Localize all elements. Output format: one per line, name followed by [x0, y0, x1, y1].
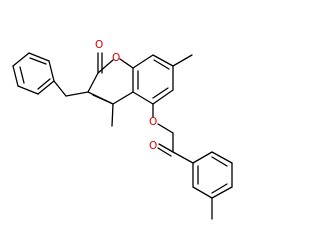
- bond: [17, 85, 39, 95]
- bond-double-inner: [152, 87, 169, 99]
- bond: [152, 54, 174, 67]
- bond-double-inner: [211, 183, 228, 194]
- bond: [111, 103, 114, 127]
- bond: [12, 52, 30, 67]
- bond: [192, 186, 213, 199]
- bond-double-inner: [19, 66, 25, 84]
- bond: [87, 72, 99, 93]
- bond: [158, 143, 174, 153]
- bond: [37, 80, 55, 95]
- atom-label-ether-oxygen: O: [149, 116, 157, 128]
- bond: [211, 151, 233, 164]
- bond: [97, 59, 114, 74]
- bond: [152, 89, 174, 105]
- bond: [192, 151, 213, 164]
- atom-label-ketone-oxygen: O: [149, 140, 157, 152]
- bond-double-inner: [37, 78, 51, 90]
- bond: [28, 52, 50, 62]
- bond: [12, 65, 19, 87]
- bond: [132, 91, 154, 105]
- atom-label-ring-oxygen: O: [112, 52, 120, 64]
- atom-label-carbonyl-oxygen: O: [95, 39, 103, 51]
- bond: [172, 151, 194, 164]
- chromenone-benzene-ring: [132, 54, 174, 105]
- bond: [119, 58, 134, 69]
- bond-double-inner: [153, 59, 170, 70]
- bond: [112, 91, 134, 105]
- bond: [157, 123, 174, 134]
- bond-double-inner: [92, 94, 112, 104]
- chemical-structure-diagram: O O O O: [12, 39, 233, 220]
- bond: [132, 54, 154, 69]
- pyranone-ring: [87, 58, 134, 105]
- bond: [53, 80, 67, 97]
- molecule-drawing: O O O O: [12, 39, 233, 220]
- bond-double-inner: [29, 57, 47, 65]
- bond: [48, 60, 55, 82]
- bond: [65, 91, 89, 97]
- bond-double-inner: [211, 156, 228, 167]
- bond: [157, 147, 172, 157]
- bond: [211, 186, 233, 199]
- benzyl-phenyl-ring: [12, 52, 55, 95]
- tolyl-ring: [192, 151, 233, 199]
- bond: [172, 54, 193, 67]
